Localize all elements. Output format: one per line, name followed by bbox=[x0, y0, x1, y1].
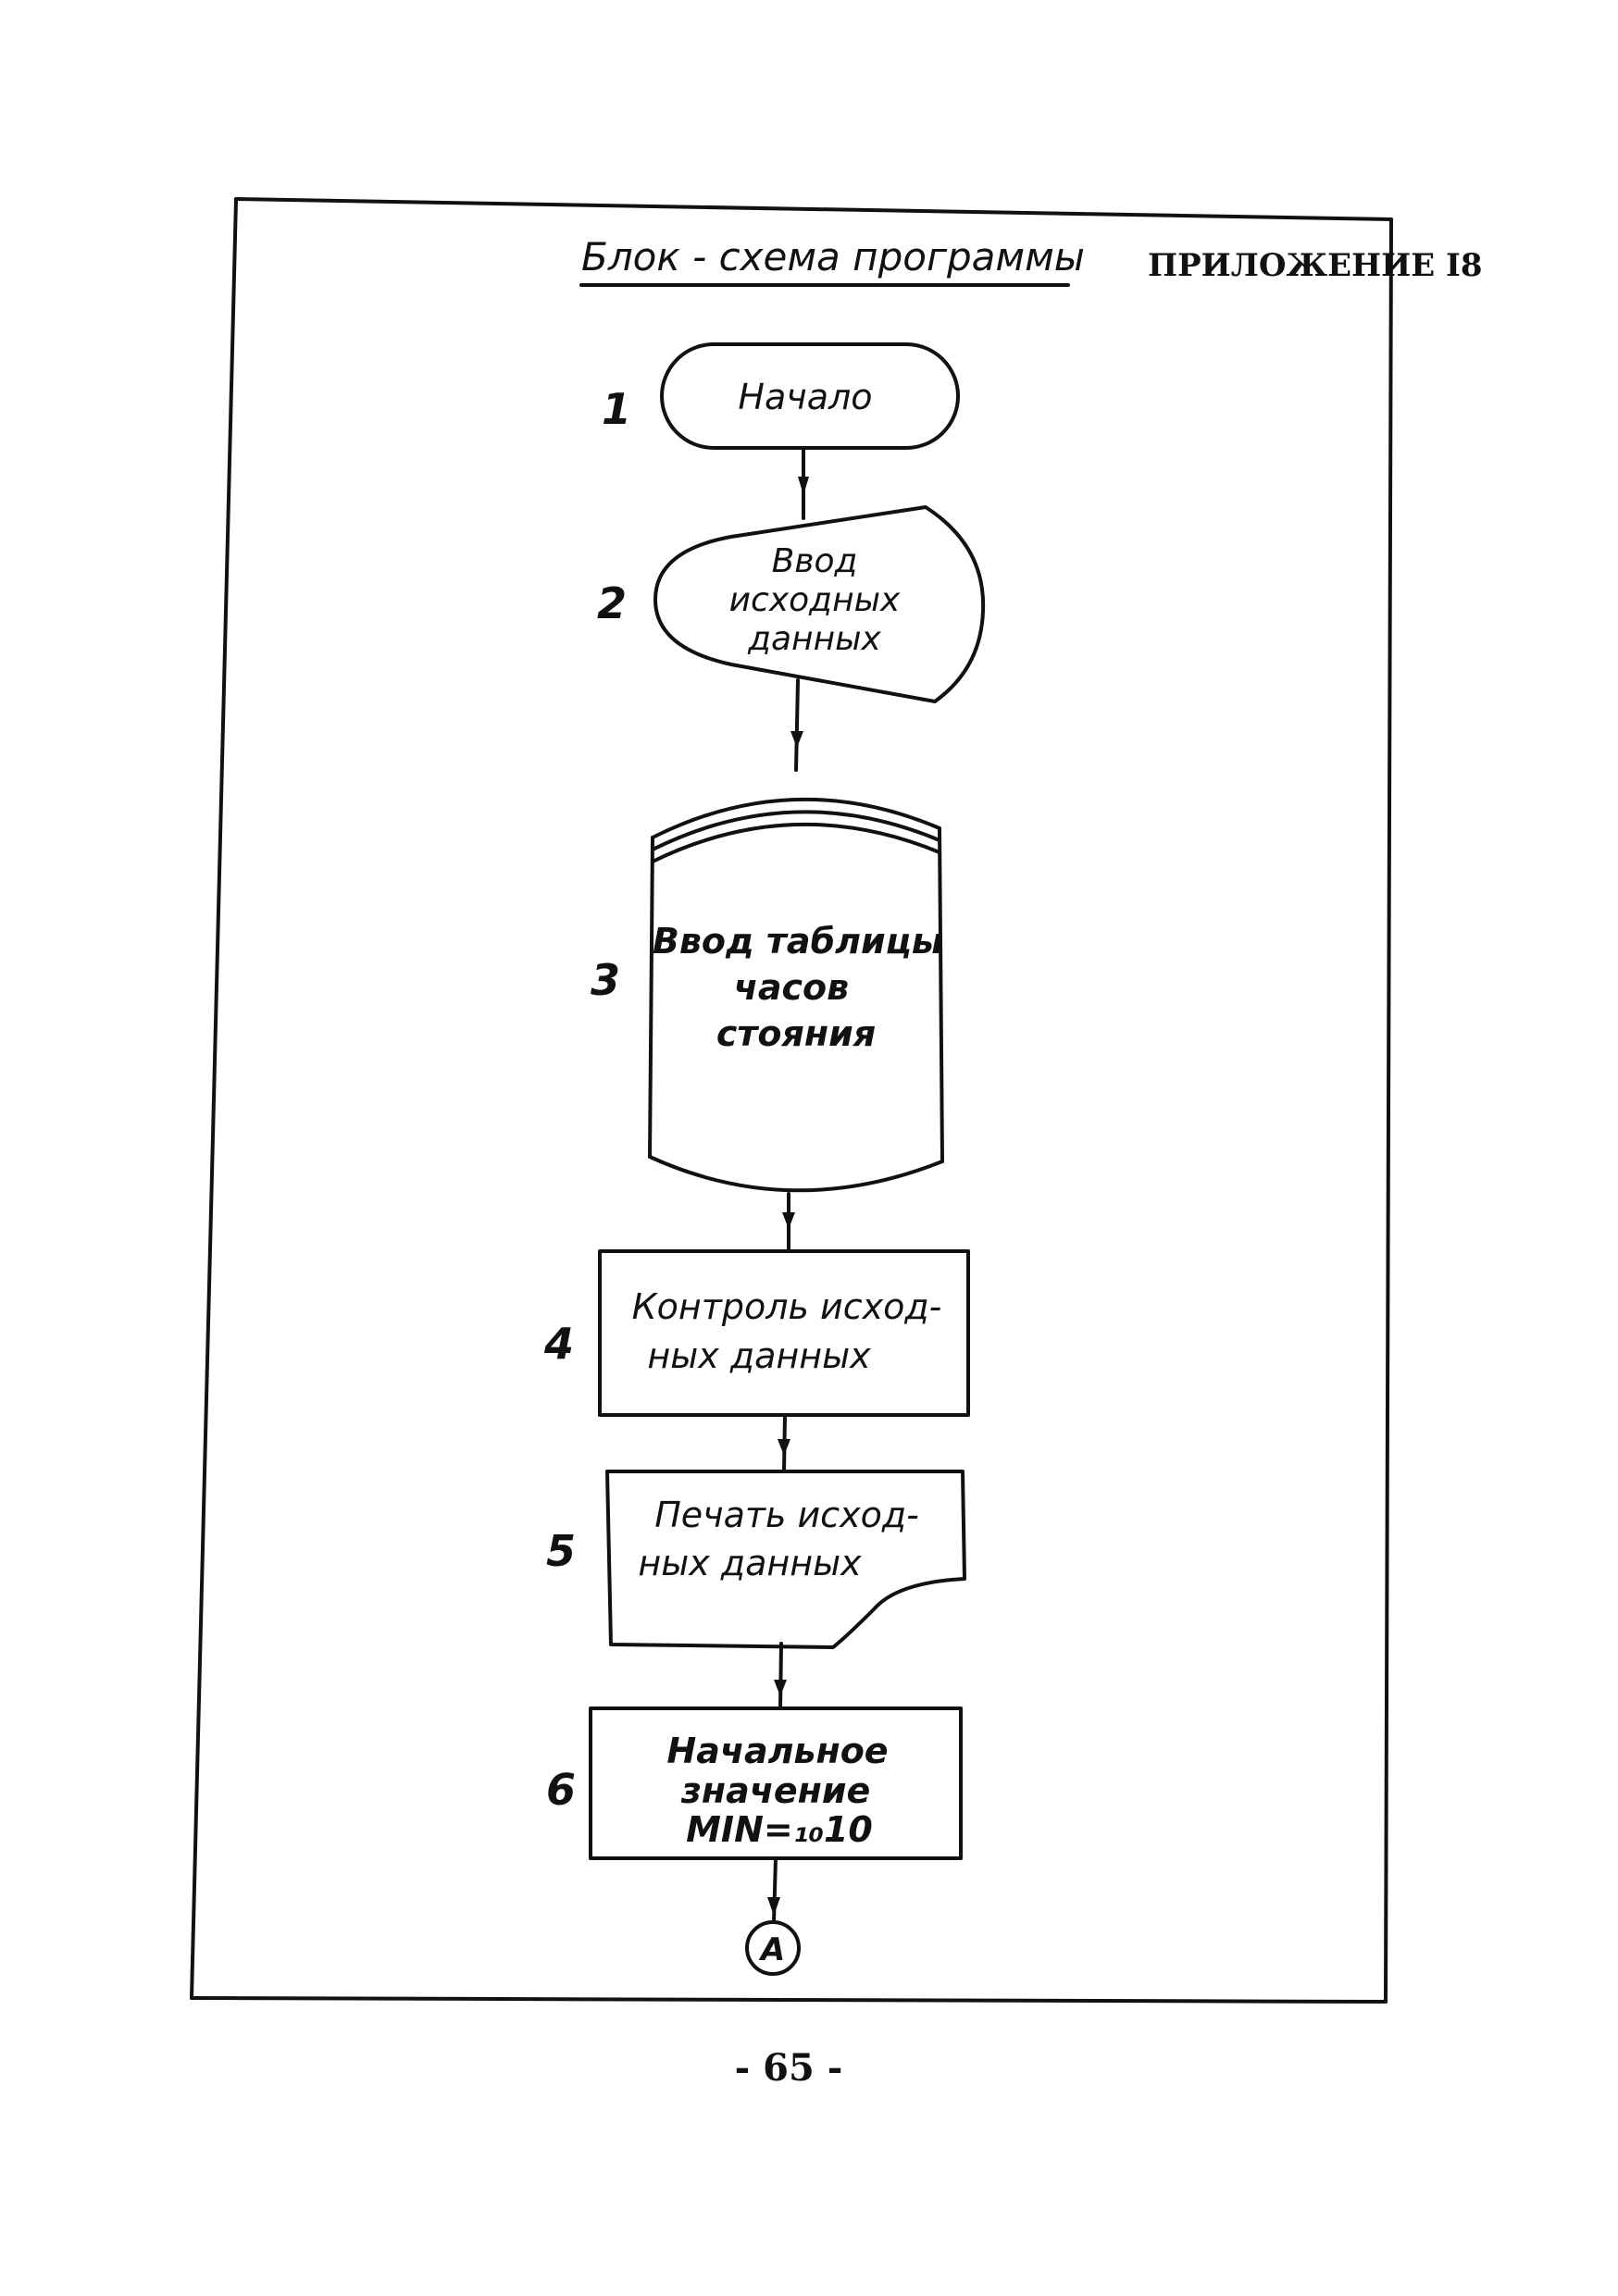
block-1-number: 1 bbox=[602, 384, 631, 434]
block-2-line-1: Ввод bbox=[772, 542, 858, 580]
block-3-line-3: стояния bbox=[716, 1013, 876, 1054]
block-5-line-1: Печать исход- bbox=[654, 1495, 919, 1535]
block-5-line-2: ных данных bbox=[638, 1543, 862, 1583]
block-6-line-3: MIN=₁₀10 bbox=[686, 1809, 873, 1850]
block-2-line-2: исходных bbox=[729, 581, 901, 619]
block-6-line-1: Начальное bbox=[666, 1731, 888, 1771]
flow-lines bbox=[772, 448, 805, 1924]
block-3-shape bbox=[648, 797, 944, 1193]
block-5-number: 5 bbox=[546, 1526, 576, 1576]
appendix-label: ПРИЛОЖЕНИЕ I8 bbox=[1148, 247, 1483, 284]
connector-label: A bbox=[758, 1931, 785, 1968]
block-4-line-2: ных данных bbox=[647, 1335, 871, 1376]
block-4-line-1: Контроль исход- bbox=[632, 1286, 942, 1327]
block-5-shape bbox=[605, 1470, 966, 1649]
block-4-number: 4 bbox=[543, 1319, 574, 1369]
block-6-line-2: значение bbox=[680, 1770, 871, 1811]
block-2-shape bbox=[653, 505, 986, 703]
block-6-number: 6 bbox=[546, 1765, 576, 1815]
block-2-number: 2 bbox=[597, 578, 627, 628]
page-number: - 65 - bbox=[735, 2046, 843, 2090]
flow-arrowheads bbox=[767, 477, 809, 1916]
block-1-shape bbox=[660, 342, 960, 450]
block-1-label: Начало bbox=[738, 377, 872, 417]
block-3-line-1: Ввод таблицы bbox=[653, 921, 943, 962]
page-title: Блок - схема программы bbox=[581, 234, 1085, 279]
block-3-line-2: часов bbox=[734, 967, 849, 1008]
block-4-shape bbox=[598, 1249, 970, 1417]
block-2-line-3: данных bbox=[747, 620, 881, 658]
page-frame bbox=[190, 197, 1393, 2004]
block-3-number: 3 bbox=[591, 955, 620, 1005]
